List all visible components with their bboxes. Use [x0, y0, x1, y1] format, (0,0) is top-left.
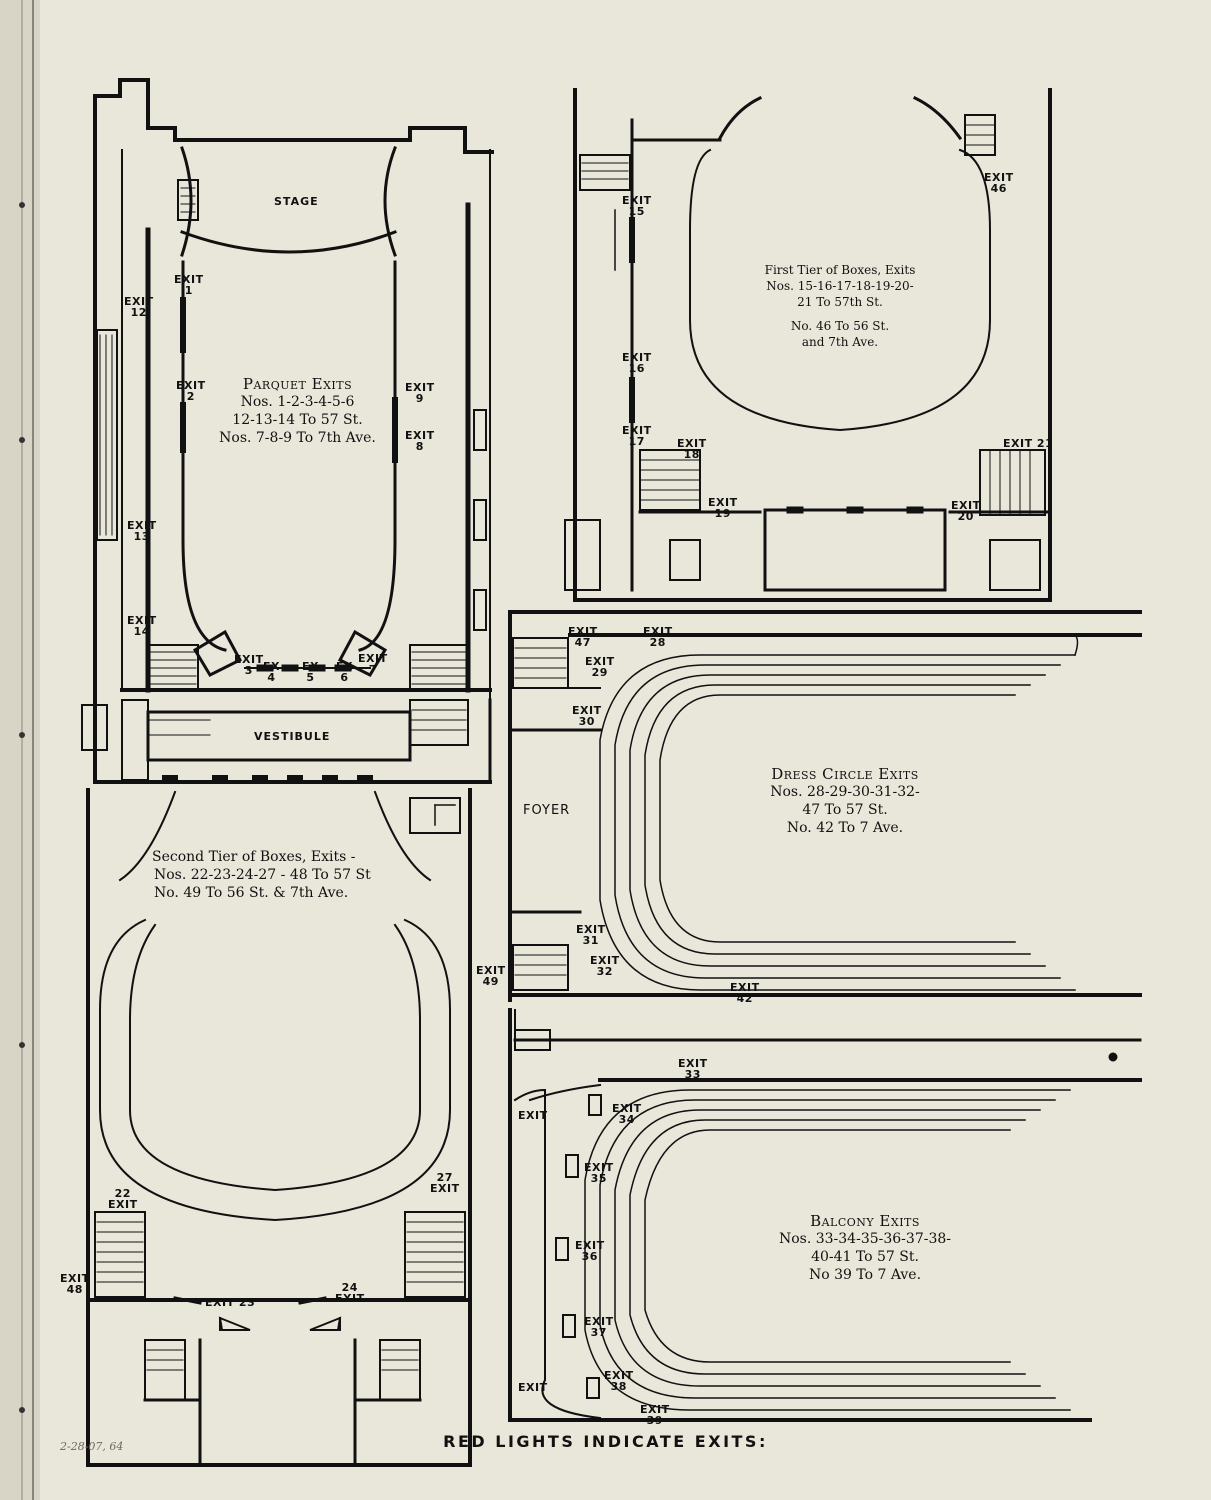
dress-circle-line: Nos. 28-29-30-31-32- [770, 784, 920, 800]
balcony-line: 40-41 To 57 St. [811, 1249, 919, 1265]
dress-circle-title: Dress Circle Exits [771, 765, 919, 783]
second-tier-line: No. 49 To 56 St. & 7th Ave. [154, 885, 349, 901]
first-tier-line: First Tier of Boxes, Exits [764, 263, 916, 277]
exit-label: EXIT [518, 1109, 548, 1122]
second-tier-caption: Second Tier of Boxes, Exits - Nos. 22-23… [152, 848, 412, 902]
second-tier-line: Nos. 22-23-24-27 - 48 To 57 St [154, 867, 371, 883]
room-vestibule: VESTIBULE [254, 730, 331, 743]
pencil-note: 2-28-07, 64 [60, 1440, 124, 1453]
first-tier-line: Nos. 15-16-17-18-19-20- [766, 279, 914, 293]
parquet-line: 12-13-14 To 57 St. [232, 412, 363, 428]
footer-caption: RED LIGHTS INDICATE EXITS: [443, 1432, 768, 1451]
room-foyer: FOYER [523, 803, 571, 818]
exit-label: EXIT 21 [1003, 437, 1054, 450]
first-tier-line: and 7th Ave. [801, 335, 879, 349]
exit-label: EXIT [518, 1381, 548, 1394]
room-stage: STAGE [274, 195, 319, 208]
balcony-title: Balcony Exits [810, 1212, 920, 1230]
parquet-title: Parquet Exits [242, 375, 353, 393]
balcony-plan [508, 1008, 1142, 1422]
balcony-line: Nos. 33-34-35-36-37-38- [778, 1231, 952, 1247]
balcony-line: No 39 To 7 Ave. [808, 1267, 922, 1283]
dress-circle-caption: Dress Circle Exits Nos. 28-29-30-31-32- … [745, 765, 945, 837]
exit-label: EXIT 23 [205, 1296, 256, 1309]
first-tier-caption: First Tier of Boxes, Exits Nos. 15-16-17… [745, 262, 935, 350]
first-tier-plan [564, 88, 1052, 602]
second-tier-line: Second Tier of Boxes, Exits - [152, 849, 356, 865]
binding-edge [0, 0, 40, 1500]
parquet-line: Nos. 1-2-3-4-5-6 [240, 394, 355, 410]
balcony-caption: Balcony Exits Nos. 33-34-35-36-37-38- 40… [755, 1212, 975, 1284]
dress-circle-plan [508, 610, 1142, 1002]
first-tier-line: No. 46 To 56 St. [790, 319, 890, 333]
parquet-caption: Parquet Exits Nos. 1-2-3-4-5-6 12-13-14 … [205, 375, 390, 447]
dress-circle-line: No. 42 To 7 Ave. [786, 820, 904, 836]
parquet-plan [81, 78, 494, 784]
first-tier-line: 21 To 57th St. [797, 295, 883, 309]
parquet-line: Nos. 7-8-9 To 7th Ave. [219, 430, 376, 446]
dress-circle-line: 47 To 57 St. [802, 802, 888, 818]
second-tier-plan [86, 788, 472, 1467]
